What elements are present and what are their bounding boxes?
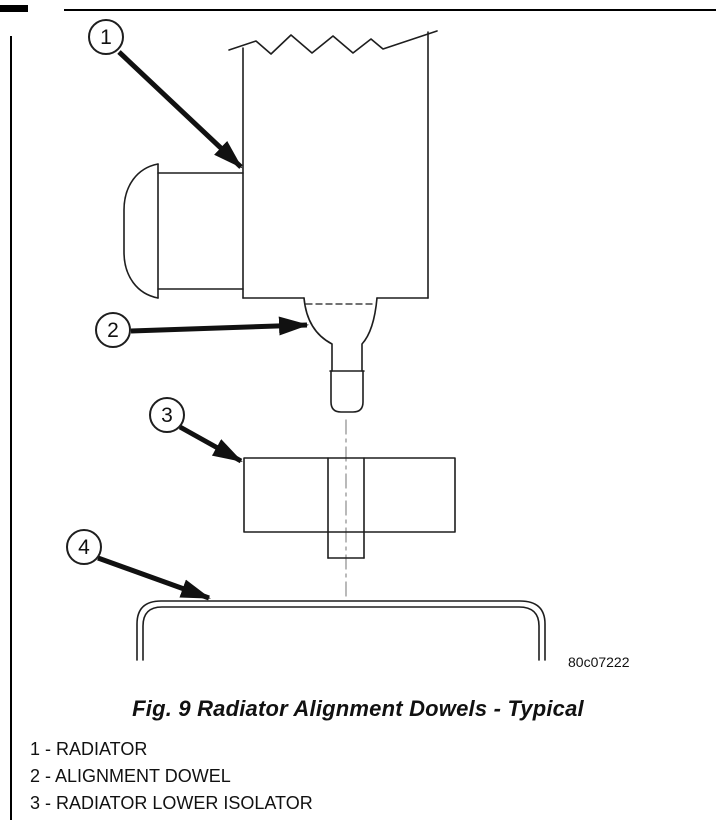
radiator-tank-break-line	[228, 30, 438, 55]
callout-2-arrow	[130, 316, 309, 336]
callout-2-circle	[95, 312, 131, 348]
figure-code: 80c07222	[568, 654, 630, 670]
callout-3-number: 3	[161, 404, 173, 427]
callout-3-arrow	[178, 424, 243, 464]
callout-1-number: 1	[100, 26, 112, 49]
page-border-top	[64, 9, 716, 11]
legend-item-3: 3 - RADIATOR LOWER ISOLATOR	[30, 793, 313, 813]
support-inner-outline	[142, 606, 540, 661]
figure-diagram: 1 2 3 4 80c07222	[66, 19, 630, 670]
alignment-dowel-tip	[330, 370, 364, 413]
legend-item-1: 1 - RADIATOR	[30, 739, 148, 759]
callout-4-arrow	[97, 555, 211, 601]
alignment-dowel-bell-right	[361, 297, 378, 372]
callout-1-arrow	[117, 50, 243, 169]
callout-1-circle	[88, 19, 124, 55]
support-outer-outline	[136, 600, 546, 661]
callout-4-circle	[66, 529, 102, 565]
flange-end-cap	[123, 163, 159, 299]
callout-2-number: 2	[107, 319, 119, 342]
figure-legend: 1 - RADIATOR 2 - ALIGNMENT DOWEL 3 - RAD…	[30, 736, 313, 817]
callout-4-number: 4	[78, 536, 90, 559]
callout-3-circle	[149, 397, 185, 433]
isolator-outline	[243, 457, 456, 533]
page-border-corner	[0, 5, 28, 12]
figure-caption: Fig. 9 Radiator Alignment Dowels - Typic…	[132, 696, 584, 721]
page-border-left	[10, 36, 12, 820]
legend-item-2: 2 - ALIGNMENT DOWEL	[30, 766, 231, 786]
alignment-dowel-bell-left	[303, 297, 333, 372]
